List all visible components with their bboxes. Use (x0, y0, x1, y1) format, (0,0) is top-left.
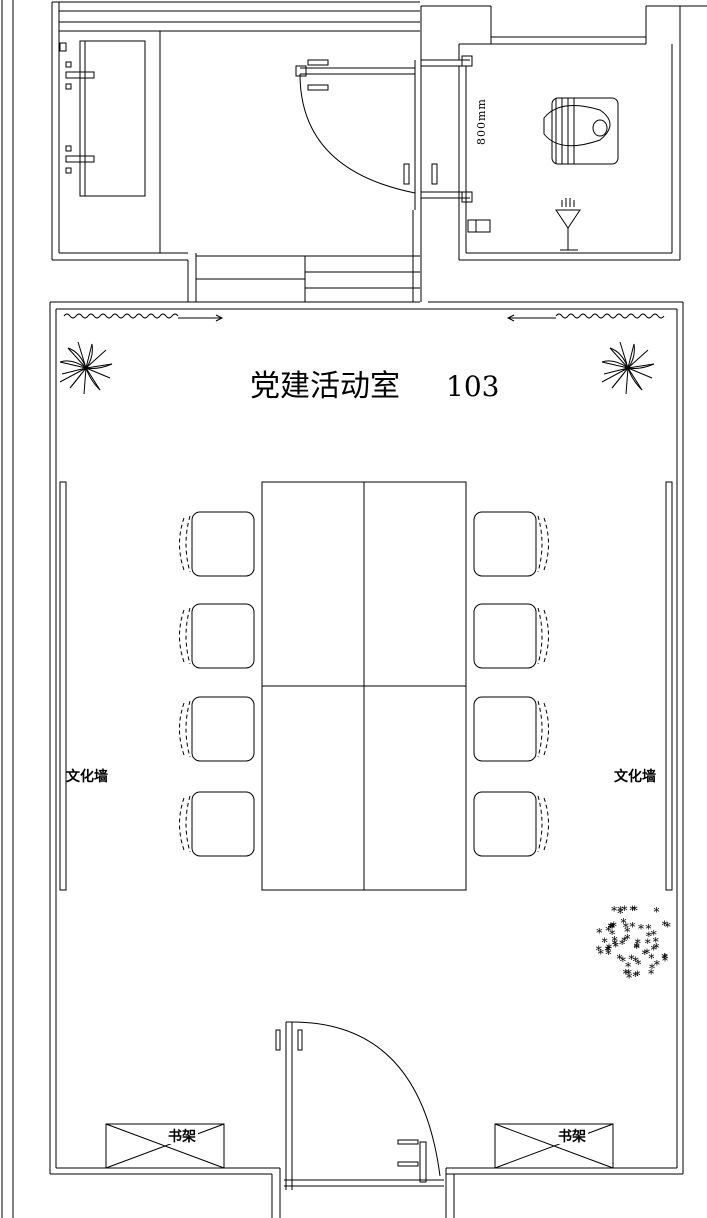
shrub-leaf: * (612, 937, 618, 951)
corridor-wall-left (1, 0, 14, 1218)
room-name: 党建活动室 (250, 369, 400, 404)
shrub-leaf: * (662, 918, 668, 932)
shrub-leaf: * (642, 948, 648, 962)
culture-wall-right-label: 文化墙 (614, 768, 656, 785)
shrub-leaf: * (605, 943, 611, 957)
activity-room-walls (49, 301, 684, 1218)
shrub-leaf: * (634, 942, 640, 956)
shrub-leaf: * (624, 925, 630, 939)
chair-icon (473, 603, 549, 669)
shrub-leaf: * (654, 905, 660, 919)
chair-icon (179, 511, 255, 577)
shrub-leaf: * (626, 967, 632, 981)
shrub-leaf: * (633, 955, 639, 969)
shrub-leaf: * (665, 920, 671, 934)
shrub-leaf: * (630, 904, 636, 918)
shower-room (51, 1, 420, 302)
shrub-leaf: * (623, 967, 629, 981)
room-number: 103 (446, 370, 499, 403)
shrub-leaf: * (613, 940, 619, 954)
shrub-leaf: * (651, 943, 657, 957)
shrub-leaf: * (646, 930, 652, 944)
shrub-leaf: * (609, 928, 615, 942)
chair-icon (179, 603, 255, 669)
shrub-leaf: * (662, 954, 668, 968)
shrub-leaf: * (648, 951, 654, 965)
restroom-width-label: 800mm (475, 98, 488, 145)
shrub-leaf: * (654, 958, 660, 972)
shrub-leaf: * (624, 932, 630, 946)
shrub-leaf: * (598, 947, 604, 961)
shrub-leaf: * (634, 968, 640, 982)
shrub-leaf: * (605, 948, 611, 962)
shrub-leaf: * (644, 947, 650, 961)
shrub-leaf: * (619, 938, 625, 952)
bookshelf-left (105, 1123, 225, 1169)
shrub-leaf: * (646, 922, 652, 936)
curtain-track-left (63, 313, 224, 322)
vestibule-door (295, 59, 438, 210)
chair-icon (179, 791, 255, 857)
restroom (420, 5, 707, 261)
shrub-leaf: * (612, 934, 618, 948)
shrub-leaf: * (611, 904, 617, 918)
shrub-leaf: * (651, 928, 657, 942)
potted-plant-icon (59, 341, 113, 395)
bookshelf-right (494, 1123, 614, 1169)
shrub-leaf: * (634, 940, 640, 954)
shrub-leaf: * (625, 960, 631, 974)
shrub-leaf: * (608, 920, 614, 934)
shrub-leaf: * (638, 922, 644, 936)
shrub-icon: ****************************************… (596, 903, 671, 985)
shrub-leaf: * (621, 934, 627, 948)
shrub-leaf: * (661, 951, 667, 965)
entry-steps (196, 210, 422, 302)
shrub-leaf: * (596, 944, 602, 958)
shrub-leaf: * (620, 954, 626, 968)
shrub-leaf: * (617, 906, 623, 920)
shrub-leaf: * (653, 941, 659, 955)
shrub-leaf: * (623, 921, 629, 935)
chair-icon (473, 511, 549, 577)
shrub-leaf: * (628, 952, 634, 966)
shrub-leaf: * (662, 952, 668, 966)
shrub-leaf: * (632, 903, 638, 917)
shrub-leaf: * (596, 926, 602, 940)
shrub-leaf: * (608, 921, 614, 935)
chair-icon (473, 696, 549, 762)
chair-icon (179, 696, 255, 762)
culture-wall-left-label: 文化墙 (66, 768, 108, 785)
shrub-leaf: * (635, 957, 641, 971)
shrub-leaf: * (605, 924, 611, 938)
shrub-leaf: * (605, 944, 611, 958)
shrub-leaf: * (653, 935, 659, 949)
shrub-leaf: * (626, 971, 632, 985)
shrub-leaf: * (617, 952, 623, 966)
shrub-leaf: * (645, 936, 651, 950)
shrub-leaf: * (617, 904, 623, 918)
bookshelf-left-label: 书架 (168, 1128, 196, 1145)
culture-wall-left (59, 481, 67, 891)
potted-plant-icon (601, 341, 655, 395)
entrance-door (275, 1021, 444, 1190)
shrub-leaf: * (621, 916, 627, 930)
curtain-track-right (506, 313, 665, 322)
conference-table (261, 481, 467, 891)
shrub-leaf: * (611, 920, 617, 934)
shrub-leaf: * (602, 936, 608, 950)
shrub-leaf: * (633, 970, 639, 984)
shrub-leaf: * (648, 967, 654, 981)
bookshelf-right-label: 书架 (558, 1128, 586, 1145)
chair-icon (473, 791, 549, 857)
shrub-leaf: * (649, 962, 655, 976)
shrub-leaf: * (606, 942, 612, 956)
shrub-leaf: * (629, 920, 635, 934)
shrub-leaf: * (622, 903, 628, 917)
shrub-leaf: * (635, 937, 641, 951)
culture-wall-right (665, 481, 673, 891)
shrub-leaf: * (609, 921, 615, 935)
